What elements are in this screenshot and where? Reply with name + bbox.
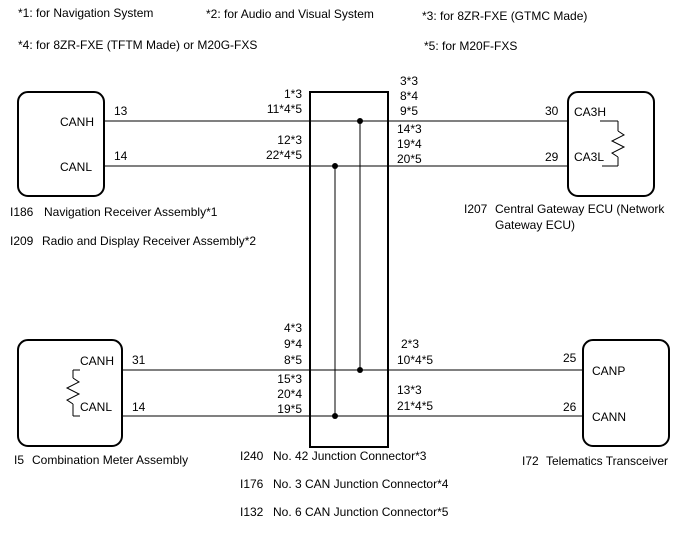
meter-pin-canh-label: CANH — [80, 354, 114, 368]
telematics-box — [582, 339, 670, 447]
junction-caption-name-2: No. 3 CAN Junction Connector*4 — [273, 477, 449, 491]
junction-pin-left-bot-h: 4*3 — [284, 321, 302, 335]
radio-caption-code: I209 — [10, 234, 34, 248]
junction-pin-left-top-l: 12*3 — [277, 133, 302, 147]
junction-caption-name-3: No. 6 CAN Junction Connector*5 — [273, 505, 449, 519]
meter-resistor-icon — [65, 377, 81, 405]
nav-pin-canh-label: CANH — [60, 115, 94, 129]
junction-pin-right-top-l: 14*3 — [397, 122, 422, 136]
gateway-ecu-box — [567, 91, 655, 197]
note-3: *3: for 8ZR-FXE (GTMC Made) — [422, 9, 587, 23]
gateway-caption-code: I207 — [464, 202, 488, 216]
junction-pin-left-bot-l: 19*5 — [277, 402, 302, 416]
telematics-pin-n-number: 26 — [563, 400, 577, 414]
splice-h-bottom — [357, 367, 363, 373]
splice-l-top — [332, 163, 338, 169]
gateway-caption-name: Central Gateway ECU (Network — [495, 202, 665, 216]
junction-caption-code-2: I176 — [240, 477, 264, 491]
gateway-caption-name-2: Gateway ECU) — [495, 218, 575, 232]
junction-connector-box — [309, 91, 389, 448]
gateway-pin-l-label: CA3L — [574, 150, 604, 164]
note-2: *2: for Audio and Visual System — [206, 7, 374, 21]
nav-caption-code: I186 — [10, 205, 34, 219]
splice-h-top — [357, 118, 363, 124]
junction-pin-right-bot-l: 21*4*5 — [397, 399, 433, 413]
telematics-caption-name: Telematics Transceiver — [546, 454, 668, 468]
junction-caption-code-1: I240 — [240, 449, 264, 463]
junction-caption-name-1: No. 42 Junction Connector*3 — [273, 449, 427, 463]
telematics-pin-p-number: 25 — [563, 351, 577, 365]
note-1: *1: for Navigation System — [18, 6, 153, 20]
note-5: *5: for M20F-FXS — [424, 39, 517, 53]
note-4: *4: for 8ZR-FXE (TFTM Made) or M20G-FXS — [18, 38, 257, 52]
junction-pin-left-bot-l: 15*3 — [277, 372, 302, 386]
junction-pin-left-top-h: 1*3 — [284, 87, 302, 101]
nav-receiver-box — [17, 91, 105, 197]
junction-pin-left-bot-h: 9*4 — [284, 337, 302, 351]
nav-pin-canl-label: CANL — [60, 160, 92, 174]
nav-pin-canh-number: 13 — [114, 104, 128, 118]
gateway-pin-l-number: 29 — [545, 150, 559, 164]
meter-pin-canl-label: CANL — [80, 400, 112, 414]
junction-pin-right-top-l: 19*4 — [397, 137, 422, 151]
nav-pin-canl-number: 14 — [114, 149, 128, 163]
junction-pin-left-top-l: 22*4*5 — [266, 148, 302, 162]
junction-pin-right-bot-h: 2*3 — [401, 337, 419, 351]
junction-pin-right-top-h: 8*4 — [400, 89, 418, 103]
meter-caption-name: Combination Meter Assembly — [32, 453, 188, 467]
junction-pin-right-bot-l: 13*3 — [397, 383, 422, 397]
telematics-caption-code: I72 — [522, 454, 539, 468]
junction-pin-right-top-l: 20*5 — [397, 152, 422, 166]
junction-pin-left-top-h: 11*4*5 — [267, 102, 302, 116]
meter-caption-code: I5 — [14, 453, 24, 467]
gateway-pin-h-number: 30 — [545, 104, 559, 118]
junction-pin-left-bot-h: 8*5 — [284, 353, 302, 367]
radio-caption-name: Radio and Display Receiver Assembly*2 — [42, 234, 256, 248]
gateway-resistor-icon — [610, 130, 626, 158]
junction-pin-left-bot-l: 20*4 — [277, 387, 302, 401]
splice-l-bottom — [332, 413, 338, 419]
telematics-pin-p-label: CANP — [592, 364, 625, 378]
combination-meter-box — [17, 339, 123, 447]
junction-caption-code-3: I132 — [240, 505, 264, 519]
junction-pin-right-top-h: 3*3 — [400, 74, 418, 88]
gateway-pin-h-label: CA3H — [574, 105, 606, 119]
junction-pin-right-bot-h: 10*4*5 — [397, 353, 433, 367]
telematics-pin-n-label: CANN — [592, 410, 626, 424]
junction-pin-right-top-h: 9*5 — [400, 104, 418, 118]
meter-pin-canl-number: 14 — [132, 400, 146, 414]
nav-caption-name: Navigation Receiver Assembly*1 — [44, 205, 218, 219]
meter-pin-canh-number: 31 — [132, 353, 146, 367]
